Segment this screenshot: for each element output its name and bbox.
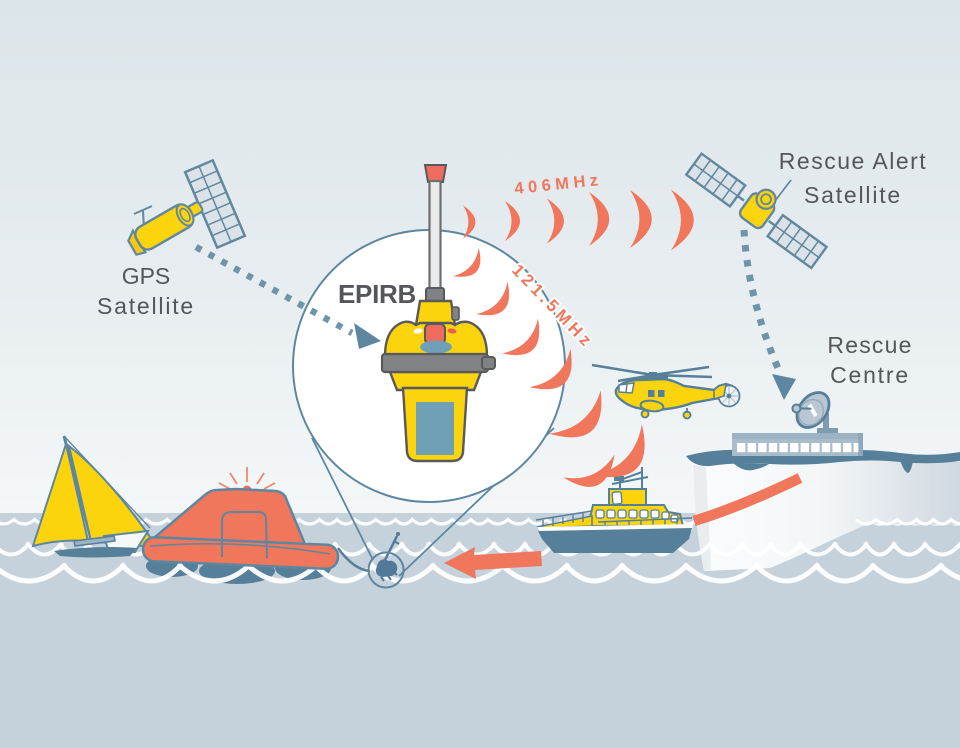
svg-text:GPS: GPS: [122, 263, 171, 289]
svg-text:EPIRB: EPIRB: [338, 279, 416, 309]
svg-text:Satellite: Satellite: [804, 182, 902, 208]
svg-text:Rescue: Rescue: [827, 332, 912, 358]
svg-text:Rescue Alert: Rescue Alert: [779, 148, 927, 174]
svg-text:Centre: Centre: [830, 362, 910, 388]
svg-text:Satellite: Satellite: [97, 293, 195, 319]
